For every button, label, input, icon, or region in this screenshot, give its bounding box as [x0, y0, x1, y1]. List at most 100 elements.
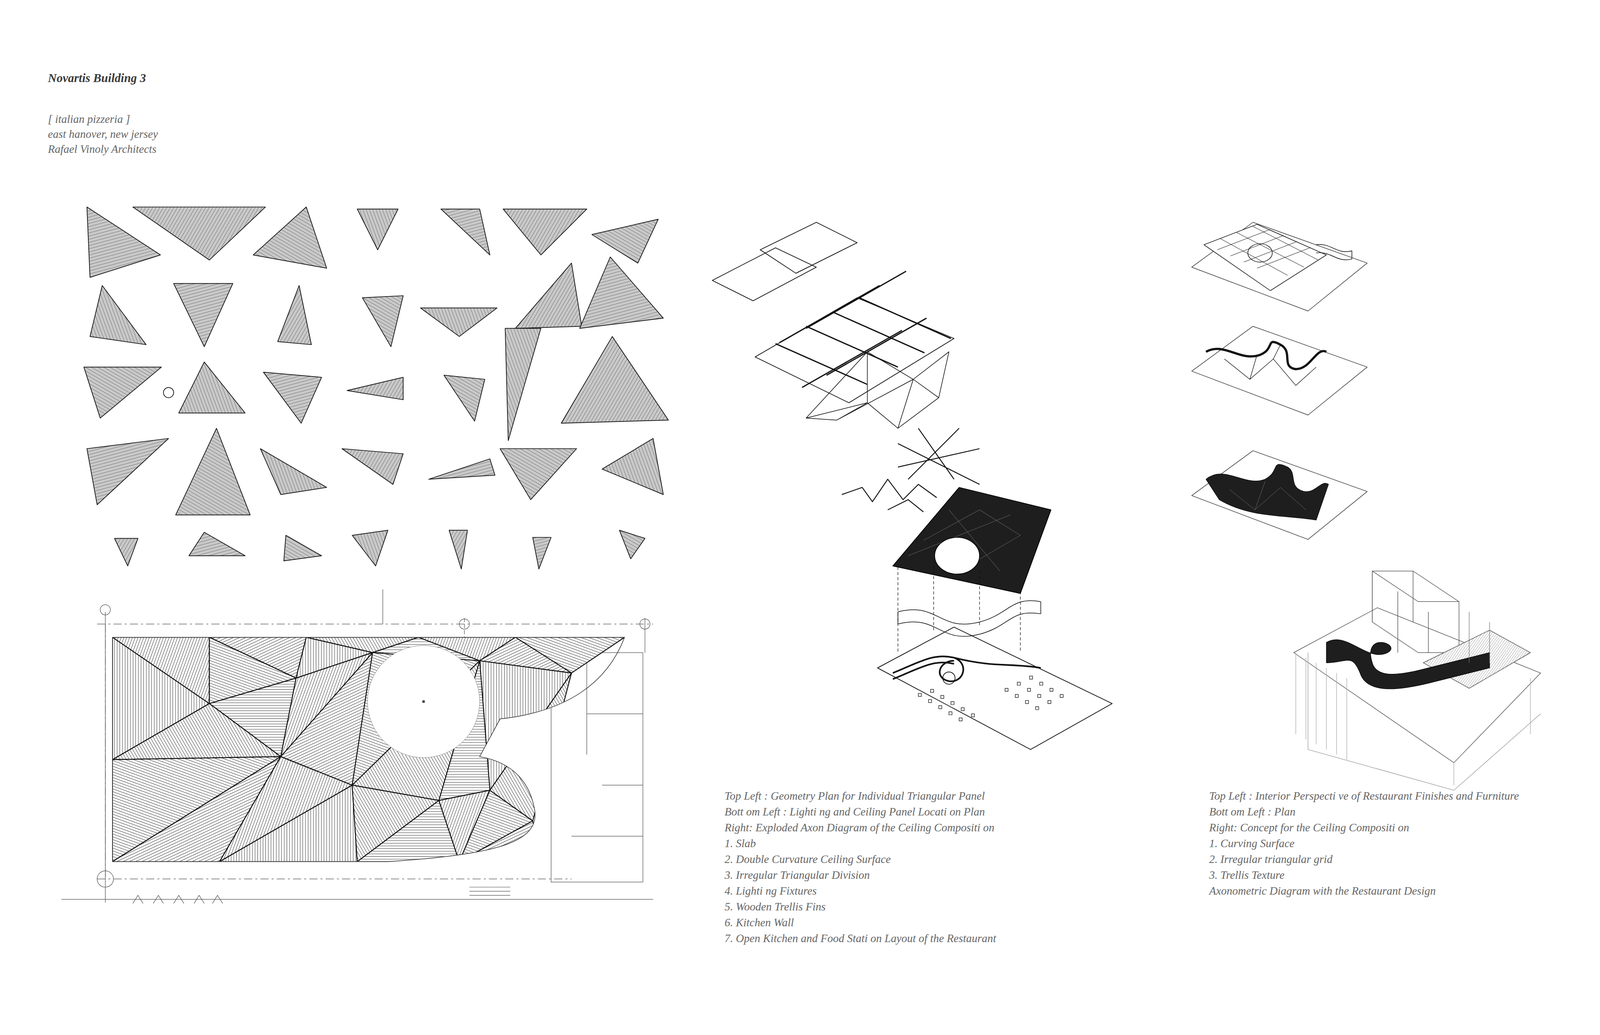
- exploded-axon-part: [930, 689, 934, 693]
- ceiling-plan-part: [644, 618, 645, 653]
- restaurant-axonometric-part: [1469, 612, 1490, 663]
- exploded-axon-part: [760, 222, 858, 274]
- caption-line: Bott om Left : Plan: [1209, 805, 1296, 819]
- exploded-axon-part: [1027, 688, 1031, 692]
- caption-line: Right: Concept for the Ceiling Compositi…: [1209, 821, 1410, 835]
- ceiling-plan-part: [490, 673, 572, 822]
- triangular-panels-part: [440, 209, 490, 255]
- ceiling-plan-part: [459, 821, 541, 863]
- project-info: [ italian pizzeria ]: [47, 112, 130, 126]
- ceiling-plan-part: [382, 589, 383, 625]
- ceiling-plan-part: [132, 895, 223, 905]
- caption-line: Axonometric Diagram with the Restaurant …: [1209, 884, 1436, 898]
- exploded-axon-part: [938, 705, 942, 709]
- ceiling-plan-part: [97, 879, 572, 880]
- ceiling-plan-part: [97, 624, 653, 625]
- caption-line: 1. Slab: [724, 837, 756, 851]
- triangular-panels-part: [505, 328, 541, 441]
- ceiling-plan-part: [112, 637, 625, 863]
- concept-diagrams-part: [1229, 481, 1307, 511]
- triangular-panels-part: [420, 307, 498, 337]
- exploded-axon-part: [942, 672, 955, 685]
- exploded-axon-part: [1050, 688, 1053, 692]
- concept-diagrams-part: [1247, 243, 1273, 263]
- ceiling-plan-part: [97, 871, 114, 888]
- concept-diagrams-part: [1217, 226, 1318, 276]
- ceiling-plan: [61, 589, 653, 904]
- restaurant-axonometric-part: [1293, 607, 1541, 763]
- triangular-panels-part: [428, 459, 495, 480]
- triangular-panels-part: [173, 283, 233, 348]
- triangular-panels-part: [352, 530, 388, 567]
- triangular-panels-part: [175, 428, 251, 515]
- exploded-axon-part: [934, 537, 980, 575]
- concept-diagrams-part: [1205, 464, 1329, 521]
- triangular-panels-part: [347, 377, 404, 400]
- exploded-axon-part: [806, 352, 950, 429]
- triangular-panels-part: [515, 263, 582, 329]
- exploded-axon-part: [1037, 694, 1041, 698]
- caption-line: 3. Irregular Triangular Division: [724, 868, 870, 883]
- exploded-axon-part: [1060, 694, 1063, 698]
- restaurant-axonometric-part: [1326, 640, 1490, 690]
- exploded-axon-part: [779, 271, 927, 388]
- ceiling-plan-part: [100, 605, 110, 615]
- triangular-panels-part: [532, 537, 552, 570]
- triangular-panels-part: [253, 207, 327, 269]
- triangular-panels-part: [449, 530, 468, 570]
- restaurant-axonometric-part: [1372, 571, 1459, 653]
- ceiling-plan-part: [112, 703, 281, 760]
- caption-line: 4. Lighti ng Fixtures: [724, 884, 817, 898]
- exploded-axon-part: [948, 712, 952, 715]
- triangular-panels-part: [188, 532, 245, 556]
- ceiling-plan-part: [105, 612, 106, 903]
- triangular-panels-part: [561, 336, 669, 424]
- ceiling-plan-part: [367, 645, 480, 758]
- ceiling-plan-part: [586, 713, 643, 715]
- exploded-axon-part: [1029, 676, 1033, 680]
- exploded-axon-part: [897, 561, 1021, 653]
- triangular-panels-part: [283, 535, 322, 561]
- ceiling-plan-part: [479, 660, 572, 791]
- ceiling-plan-part: [61, 589, 653, 904]
- triangular-panels-part: [263, 372, 322, 424]
- concept-diagrams-part: [1316, 244, 1353, 260]
- triangular-panels-part: [619, 530, 645, 560]
- triangular-panels-part: [579, 257, 664, 329]
- ceiling-plan-part: [469, 887, 511, 896]
- exploded-axon-part: [950, 701, 954, 705]
- caption-line: 5. Wooden Trellis Fins: [724, 900, 826, 914]
- caption-line: 7. Open Kitchen and Food Stati on Layout…: [724, 932, 997, 946]
- project-info: Rafael Vinoly Architects: [47, 142, 157, 156]
- triangular-panels-part: [592, 219, 659, 263]
- exploded-axon-part: [961, 707, 965, 711]
- exploded-axon-part: [1039, 682, 1043, 686]
- triangular-panels-part: [342, 448, 404, 485]
- exploded-axon-part: [1017, 682, 1020, 686]
- exploded-axon-part: [877, 627, 1113, 750]
- restaurant-axonometric: [1293, 571, 1541, 791]
- triangular-panels-part: [83, 367, 162, 418]
- triangular-panels-part: [178, 362, 245, 413]
- exploded-axon-part: [1025, 700, 1029, 704]
- caption-line: Top Left : Interior Perspecti ve of Rest…: [1209, 789, 1519, 803]
- exploded-axon-part: [775, 297, 951, 385]
- ceiling-plan-part: [640, 619, 650, 630]
- concept-diagrams-part: [1191, 326, 1368, 415]
- exploded-axon-part: [940, 695, 944, 699]
- triangular-panels-part: [132, 207, 266, 260]
- caption-line: 2. Irregular triangular grid: [1209, 852, 1333, 867]
- exploded-axon: [712, 222, 1113, 750]
- concept-diagrams-part: [1204, 224, 1327, 291]
- triangular-panels-part: [362, 295, 404, 347]
- triangular-panels-part: [114, 538, 138, 567]
- ceiling-plan-part: [219, 785, 358, 863]
- concept-diagrams-part: [1191, 450, 1368, 540]
- triangular-panels-part: [87, 438, 169, 505]
- exploded-axon-part: [959, 718, 963, 722]
- triangular-panels: [83, 207, 669, 570]
- exploded-axon-part: [892, 656, 1041, 682]
- caption-line: Bott om Left : Lighti ng and Ceiling Pan…: [724, 805, 985, 819]
- exploded-axon-part: [1015, 694, 1019, 698]
